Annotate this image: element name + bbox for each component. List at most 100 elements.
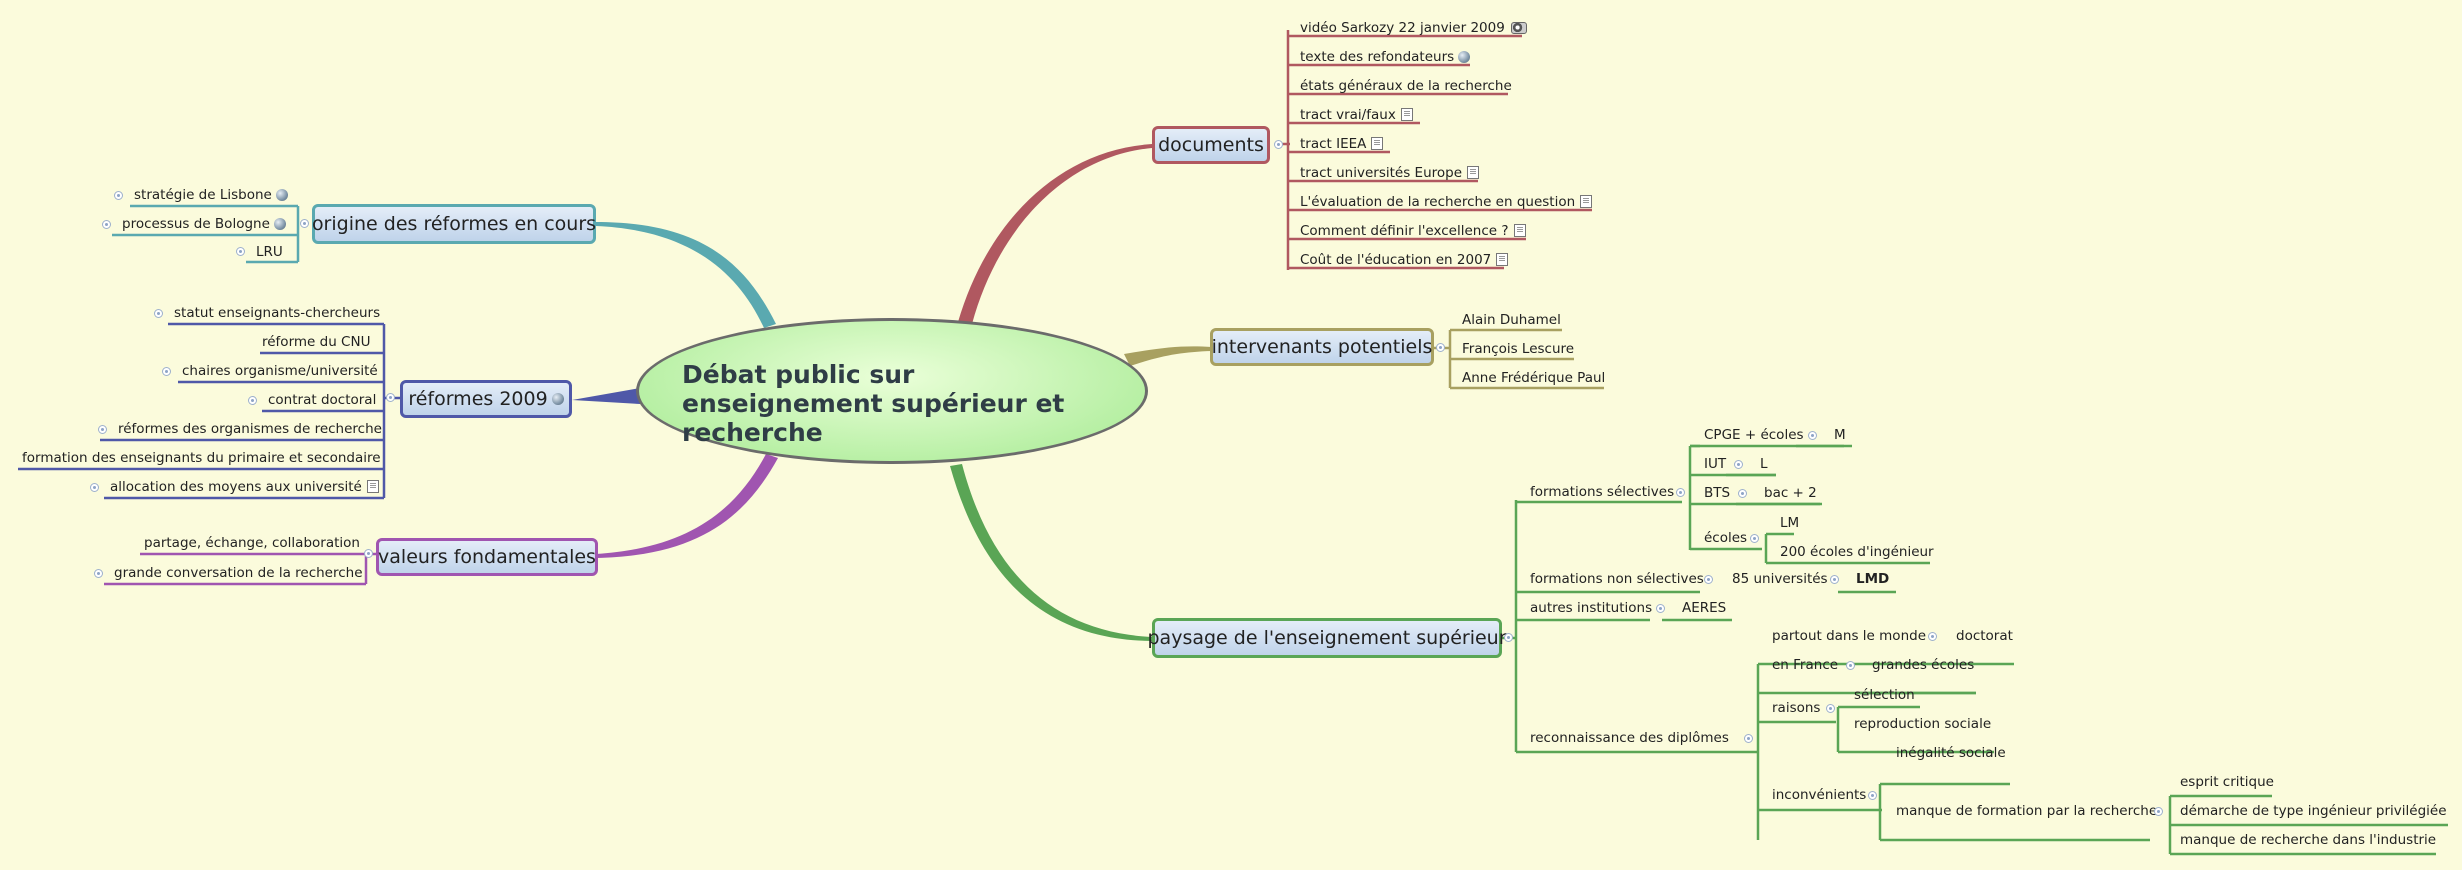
expander-icon[interactable] (154, 309, 163, 318)
node-ecoles[interactable]: écoles (1704, 530, 1748, 546)
node-grandes-ecoles[interactable]: grandes écoles (1872, 657, 1975, 673)
node-en-france[interactable]: en France (1772, 657, 1839, 673)
reforme-item[interactable]: réforme du CNU (262, 334, 371, 350)
node-inegalite[interactable]: inégalité sociale (1896, 745, 2006, 761)
topic-origine[interactable]: origine des réformes en cours (312, 204, 596, 244)
doc-item[interactable]: vidéo Sarkozy 22 janvier 2009 (1300, 19, 1527, 37)
web-link-icon[interactable] (1458, 51, 1471, 63)
node-reconnaissance[interactable]: reconnaissance des diplômes (1530, 730, 1729, 746)
web-link-icon[interactable] (273, 218, 286, 230)
doc-item[interactable]: texte des refondateurs (1300, 48, 1471, 66)
intervenant-item[interactable]: Anne Frédérique Paul (1462, 370, 1606, 386)
valeur-item[interactable]: partage, échange, collaboration (144, 535, 360, 551)
expander-icon[interactable] (1704, 575, 1713, 584)
expander-icon[interactable] (300, 219, 309, 228)
node-lm[interactable]: LM (1780, 515, 1800, 531)
document-icon[interactable] (366, 480, 379, 493)
topic-documents[interactable]: documents (1152, 126, 1270, 164)
node-partout[interactable]: partout dans le monde (1772, 628, 1926, 644)
document-icon[interactable] (1467, 166, 1480, 179)
node-inconvenients[interactable]: inconvénients (1772, 787, 1867, 803)
expander-icon[interactable] (248, 396, 257, 405)
node-iut[interactable]: IUT (1704, 456, 1727, 472)
document-icon[interactable] (1496, 253, 1509, 266)
node-bts[interactable]: BTS (1704, 485, 1731, 501)
web-link-icon[interactable] (551, 393, 564, 405)
node-doctorat[interactable]: doctorat (1956, 628, 2013, 644)
web-link-icon[interactable] (275, 189, 288, 201)
reforme-item[interactable]: contrat doctoral (268, 392, 377, 408)
node-formations-selectives[interactable]: formations sélectives (1530, 484, 1675, 500)
expander-icon[interactable] (1436, 343, 1445, 352)
doc-item[interactable]: L'évaluation de la recherche en question (1300, 193, 1593, 211)
topic-valeurs[interactable]: valeurs fondamentales (376, 538, 598, 576)
origine-item[interactable]: LRU (256, 244, 283, 260)
node-autres-institutions[interactable]: autres institutions (1530, 600, 1653, 616)
expander-icon[interactable] (90, 483, 99, 492)
expander-icon[interactable] (1734, 460, 1743, 469)
expander-icon[interactable] (1868, 791, 1877, 800)
node-m[interactable]: M (1834, 427, 1846, 443)
node-manque-formation[interactable]: manque de formation par la recherche (1896, 803, 2158, 819)
node-demarche[interactable]: démarche de type ingénieur privilégiée (2180, 803, 2447, 819)
expander-icon[interactable] (2154, 807, 2163, 816)
expander-icon[interactable] (1750, 534, 1759, 543)
expander-icon[interactable] (1808, 431, 1817, 440)
expander-icon[interactable] (1656, 604, 1665, 613)
expander-icon[interactable] (114, 191, 123, 200)
node-l[interactable]: L (1760, 456, 1768, 472)
node-raisons[interactable]: raisons (1772, 700, 1821, 716)
node-selection[interactable]: sélection (1854, 687, 1915, 703)
intervenant-item[interactable]: Alain Duhamel (1462, 312, 1561, 328)
node-lmd[interactable]: LMD (1856, 571, 1890, 587)
node-bac2[interactable]: bac + 2 (1764, 485, 1817, 501)
node-aeres[interactable]: AERES (1682, 600, 1727, 616)
expander-icon[interactable] (236, 247, 245, 256)
reforme-item[interactable]: formation des enseignants du primaire et… (22, 450, 381, 466)
doc-item[interactable]: tract IEEA (1300, 135, 1384, 153)
topic-paysage[interactable]: paysage de l'enseignement supérieur (1148, 618, 1507, 658)
origine-item[interactable]: processus de Bologne (122, 215, 286, 233)
topic-reformes[interactable]: réformes 2009 (400, 380, 572, 418)
expander-icon[interactable] (1928, 632, 1937, 641)
node-200-ecoles[interactable]: 200 écoles d'ingénieur (1780, 544, 1934, 560)
node-manque-industrie[interactable]: manque de recherche dans l'industrie (2180, 832, 2437, 848)
expander-icon[interactable] (1744, 734, 1753, 743)
document-icon[interactable] (1400, 108, 1413, 121)
reforme-item[interactable]: allocation des moyens aux université (110, 478, 379, 496)
document-icon[interactable] (1580, 195, 1593, 208)
expander-icon[interactable] (98, 425, 107, 434)
expander-icon[interactable] (386, 393, 395, 402)
expander-icon[interactable] (1676, 488, 1685, 497)
doc-item[interactable]: Coût de l'éducation en 2007 (1300, 251, 1509, 269)
expander-icon[interactable] (94, 569, 103, 578)
node-reproduction[interactable]: reproduction sociale (1854, 716, 1992, 732)
node-formations-non-selectives[interactable]: formations non sélectives (1530, 571, 1704, 587)
central-topic[interactable] (636, 318, 1148, 464)
reforme-item[interactable]: réformes des organismes de recherche (118, 421, 382, 437)
expander-icon[interactable] (1830, 575, 1839, 584)
origine-item[interactable]: stratégie de Lisbone (134, 186, 288, 204)
node-esprit-critique[interactable]: esprit critique (2180, 774, 2274, 790)
expander-icon[interactable] (364, 549, 373, 558)
expander-icon[interactable] (1738, 489, 1747, 498)
expander-icon[interactable] (102, 220, 111, 229)
doc-item[interactable]: tract universités Europe (1300, 164, 1480, 182)
document-icon[interactable] (1513, 224, 1526, 237)
expander-icon[interactable] (1504, 633, 1513, 642)
node-cpge[interactable]: CPGE + écoles (1704, 427, 1804, 443)
expander-icon[interactable] (1826, 704, 1835, 713)
doc-item[interactable]: Comment définir l'excellence ? (1300, 222, 1526, 240)
video-icon[interactable] (1510, 22, 1527, 34)
expander-icon[interactable] (162, 367, 171, 376)
document-icon[interactable] (1371, 137, 1384, 150)
topic-intervenants[interactable]: intervenants potentiels (1210, 328, 1434, 366)
reforme-item[interactable]: statut enseignants-chercheurs (174, 305, 381, 321)
intervenant-item[interactable]: François Lescure (1462, 341, 1575, 357)
doc-item[interactable]: tract vrai/faux (1300, 106, 1413, 124)
valeur-item[interactable]: grande conversation de la recherche (114, 565, 363, 581)
node-85-universites[interactable]: 85 universités (1732, 571, 1828, 587)
expander-icon[interactable] (1846, 661, 1855, 670)
reforme-item[interactable]: chaires organisme/université (182, 363, 378, 379)
doc-item[interactable]: états généraux de la recherche (1300, 78, 1512, 94)
